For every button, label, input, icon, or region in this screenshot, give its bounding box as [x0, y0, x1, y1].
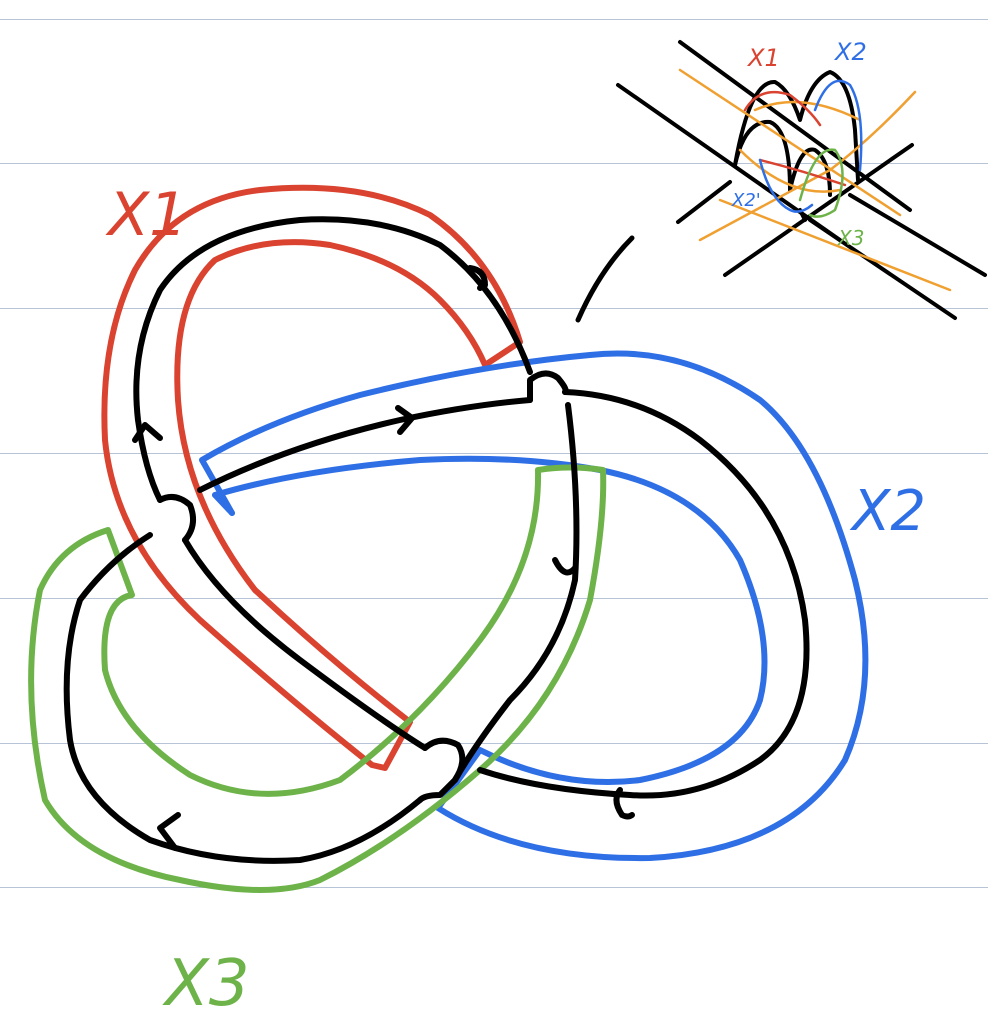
x2-inset-label: X2	[833, 38, 867, 66]
ruled-line	[0, 19, 988, 20]
ruled-line	[0, 887, 988, 888]
arrow-icon	[157, 812, 181, 851]
ruled-line	[0, 743, 988, 744]
x2-band	[199, 350, 869, 862]
knot-strand	[63, 216, 810, 864]
x2-prime-inset-label: X2'	[731, 190, 761, 211]
x1-band	[101, 184, 523, 771]
inset-sketch	[616, 40, 987, 320]
x3-inset-label: X3	[837, 226, 864, 250]
x1-inset-label: X1	[746, 44, 780, 72]
arrow-icon	[552, 557, 578, 576]
ruled-line	[0, 163, 988, 164]
arrow-icon	[467, 265, 488, 291]
ruled-line	[0, 598, 988, 599]
pointer-stroke	[575, 235, 635, 323]
arrow-icon	[395, 405, 415, 435]
x3-band	[28, 464, 607, 893]
ruled-line	[0, 308, 988, 309]
arrow-icon	[132, 422, 163, 443]
arrow-icon	[613, 787, 635, 820]
x2-label: X2	[849, 479, 926, 544]
x3-label: X3	[162, 947, 250, 1021]
x1-label: X1	[105, 180, 187, 250]
ruled-line	[0, 453, 988, 454]
